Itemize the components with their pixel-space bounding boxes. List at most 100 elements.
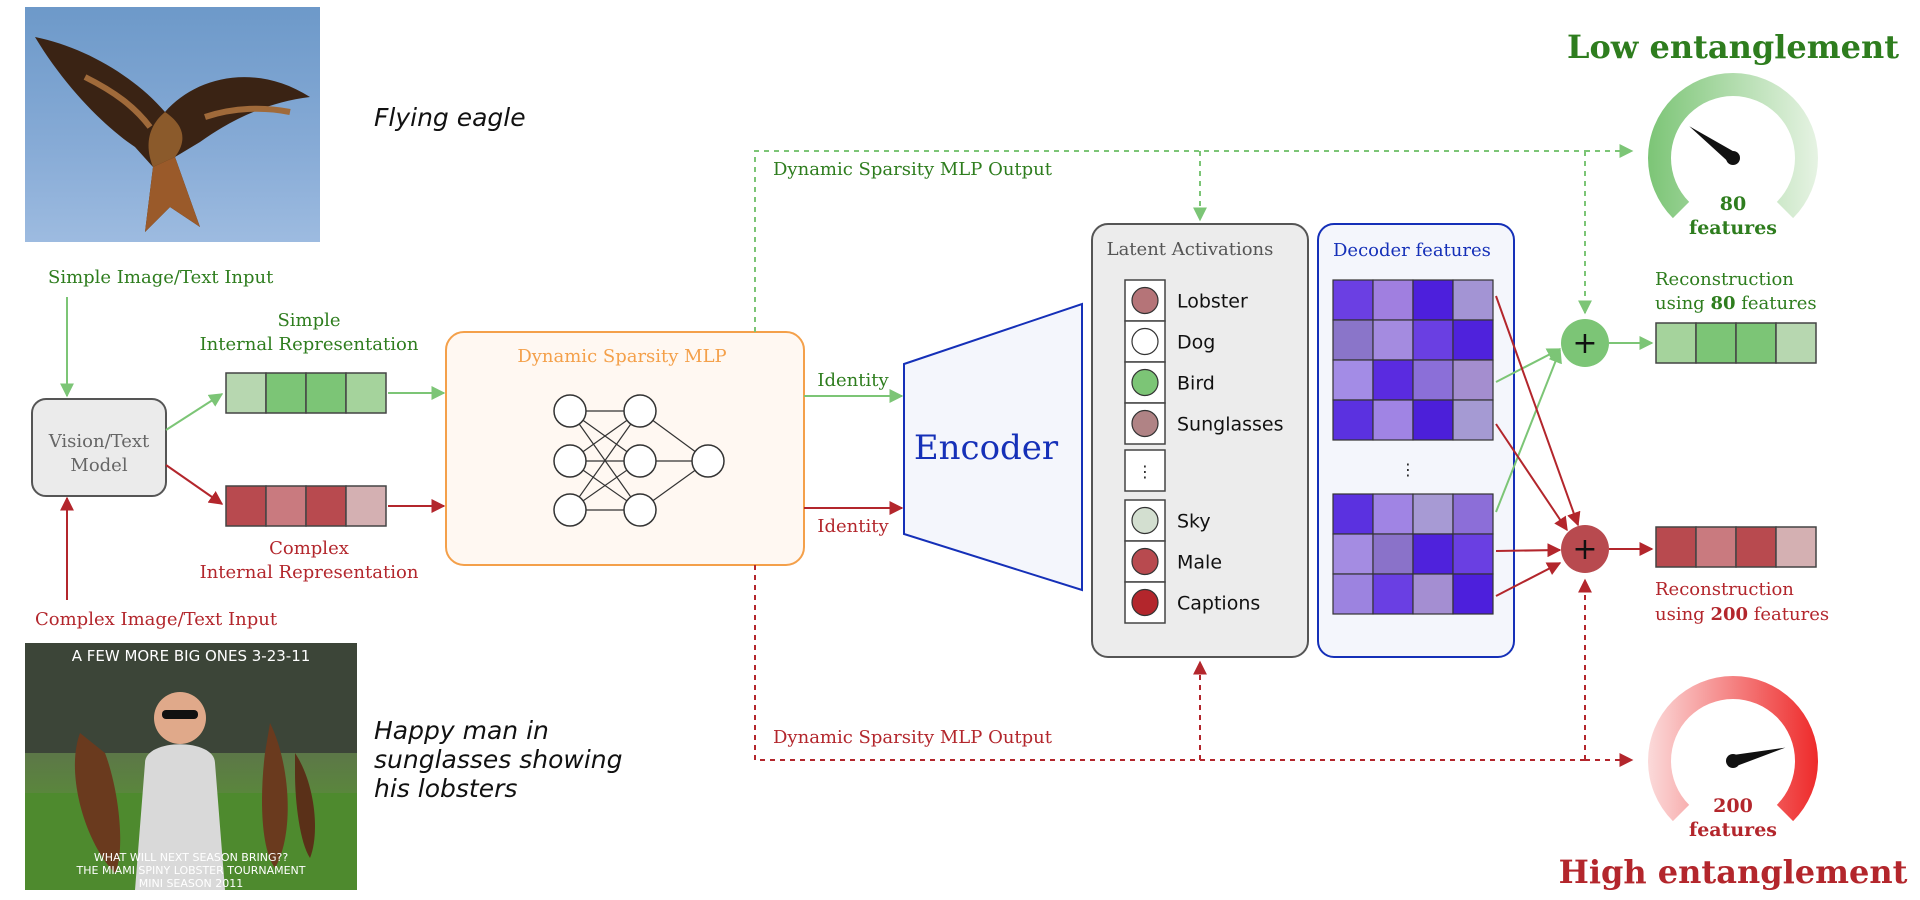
high-gauge-arc <box>1648 676 1818 822</box>
complex-vector-cell-0 <box>225 485 267 527</box>
high-entanglement-gauge <box>1648 676 1818 822</box>
decoder-bottom-cell-8 <box>1332 573 1374 615</box>
mlp-output-bottom-label: Dynamic Sparsity MLP Output <box>773 727 1053 748</box>
decoder-bottom-cell-5 <box>1372 533 1414 575</box>
decoder-bottom-cell-9 <box>1372 573 1414 615</box>
decoder-top-cell-11 <box>1452 359 1494 401</box>
decoder-top-cell-10 <box>1412 359 1454 401</box>
latent-dot-captions <box>1131 588 1159 617</box>
decoder-top-cell-1 <box>1372 279 1414 321</box>
man-with-lobsters-photo: A FEW MORE BIG ONES 3-23-11 WHAT WILL NE… <box>25 643 357 890</box>
nn-node <box>691 444 725 478</box>
recon-bottom-vector-cell-2 <box>1735 526 1777 568</box>
simple-description: Flying eagle <box>374 103 526 132</box>
recon-bottom-label-line2: using 200 features <box>1655 604 1829 625</box>
decoder-top-cell-13 <box>1372 399 1414 441</box>
man-illustration <box>25 643 357 890</box>
recon-top-label-line1: Reconstruction <box>1655 269 1794 290</box>
model-label-line1: Vision/Text <box>48 431 150 452</box>
eagle-photo <box>25 7 320 242</box>
recon-top-vector-cell-2 <box>1735 322 1777 364</box>
decoder-bottom-grid <box>1332 493 1494 615</box>
decoder-top-cell-4 <box>1332 319 1374 361</box>
complex-description-line2: sunglasses showing <box>374 745 623 774</box>
latent-ellipsis: ⋮ <box>1137 462 1153 481</box>
latent-label-sunglasses: Sunglasses <box>1177 414 1284 436</box>
recon-bottom-label-line1: Reconstruction <box>1655 579 1794 600</box>
latent-dot-male <box>1131 547 1159 576</box>
mlp-title: Dynamic Sparsity MLP <box>517 346 726 367</box>
latent-label-sky: Sky <box>1177 511 1211 533</box>
decoder-bottom-cell-6 <box>1412 533 1454 575</box>
simple-representation-vector <box>225 372 387 414</box>
recon-bottom-count: 200 <box>1710 604 1748 625</box>
nn-node <box>553 394 587 428</box>
decoder-top-cell-5 <box>1372 319 1414 361</box>
latent-label-lobster: Lobster <box>1177 291 1248 313</box>
identity-bottom-label: Identity <box>817 516 889 537</box>
decoder-red-arrows <box>1495 295 1581 597</box>
model-to-simple-arrow <box>165 393 224 431</box>
eagle-illustration <box>35 37 310 232</box>
neural-network-icon <box>553 394 725 527</box>
recon-bottom-vector-cell-1 <box>1695 526 1737 568</box>
decoder-bottom-cell-7 <box>1452 533 1494 575</box>
complex-representation-vector <box>225 485 387 527</box>
complex-description-line3: his lobsters <box>374 774 518 803</box>
decoder-top-cell-3 <box>1452 279 1494 321</box>
simple-vector-cell-3 <box>345 372 387 414</box>
latent-label-bird: Bird <box>1177 373 1215 395</box>
simple-vector-cell-2 <box>305 372 347 414</box>
simple-input-label: Simple Image/Text Input <box>48 267 274 288</box>
decoder-green-arrows <box>1495 348 1562 513</box>
mlp-output-bottom-path <box>754 565 1634 767</box>
complex-repr-label-line1: Complex <box>269 538 349 559</box>
nn-node <box>553 444 587 478</box>
complex-description-line1: Happy man in <box>374 716 549 745</box>
recon-bottom-vector-cell-3 <box>1775 526 1817 568</box>
latent-dot-sunglasses <box>1131 409 1159 438</box>
decoder-bottom-cell-0 <box>1332 493 1374 535</box>
man-photo-caption-top: A FEW MORE BIG ONES 3-23-11 <box>71 647 311 665</box>
decoder-bottom-cell-11 <box>1452 573 1494 615</box>
decoder-top-cell-12 <box>1332 399 1374 441</box>
decoder-top-cell-9 <box>1372 359 1414 401</box>
low-entanglement-title: Low entanglement <box>1567 28 1899 66</box>
vision-text-model-box <box>31 398 167 497</box>
man-photo-caption-bottom-2: THE MIAMI SPINY LOBSTER TOURNAMENT <box>76 864 306 877</box>
high-gauge-needle <box>1731 747 1786 767</box>
encoder-shape <box>903 302 1083 592</box>
complex-repr-label-line2: Internal Representation <box>200 562 419 583</box>
encoder-label: Encoder <box>914 428 1059 468</box>
high-gauge-hub <box>1726 754 1740 768</box>
nn-node <box>623 493 657 527</box>
decoder-top-cell-15 <box>1452 399 1494 441</box>
low-entanglement-gauge <box>1647 73 1818 219</box>
recon-top-suffix: features <box>1736 293 1817 314</box>
decoder-top-cell-8 <box>1332 359 1374 401</box>
high-gauge-value: 200 <box>1713 795 1753 817</box>
recon-top-vector-cell-0 <box>1655 322 1697 364</box>
complex-description: Happy man in sunglasses showing his lobs… <box>374 716 623 803</box>
simple-repr-label-line2: Internal Representation <box>200 334 419 355</box>
nn-node <box>623 394 657 428</box>
latent-label-male: Male <box>1177 552 1222 574</box>
latent-label-dog: Dog <box>1177 332 1215 354</box>
decoder-top-cell-6 <box>1412 319 1454 361</box>
recon-top-count: 80 <box>1710 293 1735 314</box>
reconstruction-top-vector <box>1655 322 1817 364</box>
model-label-line2: Model <box>70 455 127 476</box>
complex-input-label: Complex Image/Text Input <box>35 609 278 630</box>
recon-top-vector-cell-1 <box>1695 322 1737 364</box>
latent-slot <box>1124 449 1166 492</box>
recon-top-vector-cell-3 <box>1775 322 1817 364</box>
reconstruction-bottom-vector <box>1655 526 1817 568</box>
recon-bottom-suffix: features <box>1748 604 1829 625</box>
decoder-top-grid <box>1332 279 1494 441</box>
man-photo-caption-bottom-1: WHAT WILL NEXT SEASON BRING?? <box>93 851 289 864</box>
sum-node-red-symbol: + <box>1572 532 1597 567</box>
latent-dot-bird <box>1131 368 1159 397</box>
recon-top-using: using <box>1655 293 1710 314</box>
